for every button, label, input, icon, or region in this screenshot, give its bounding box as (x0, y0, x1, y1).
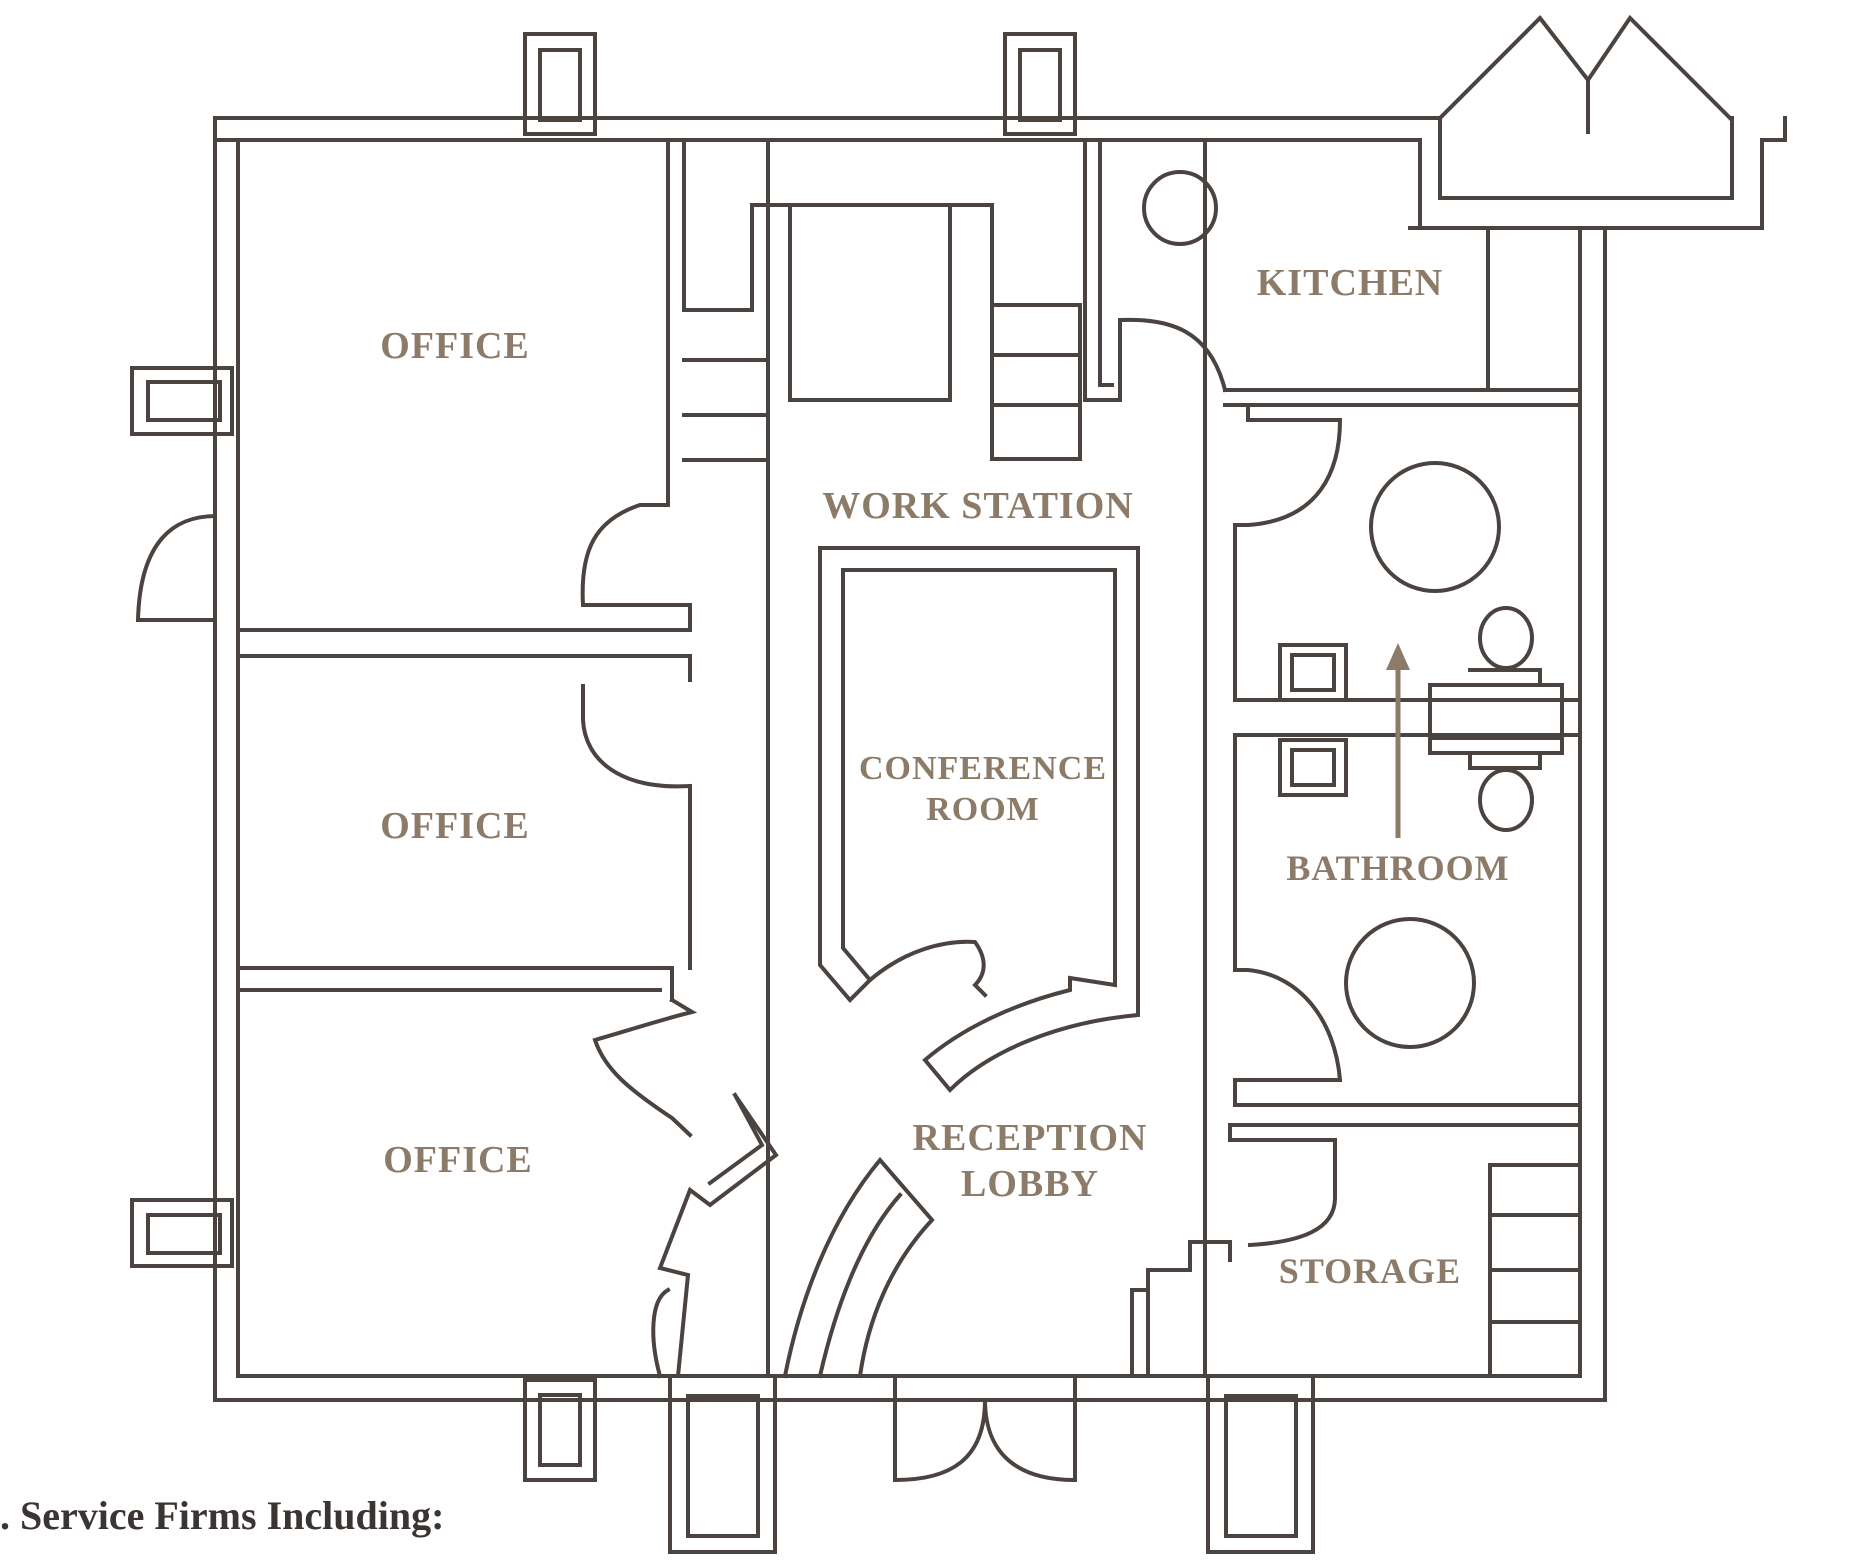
exterior-wall (213, 116, 1787, 1402)
work-station-fixtures (682, 138, 1228, 462)
bathroom-walls (1233, 403, 1582, 1107)
conference-room-label-line2: ROOM (926, 791, 1040, 828)
reception-lobby-label-line2: LOBBY (961, 1163, 1099, 1205)
office-label-middle: OFFICE (380, 805, 530, 847)
storage-walls (1228, 1123, 1582, 1378)
conference-room-walls (818, 546, 1140, 1093)
up-arrow-icon (1386, 643, 1410, 838)
office-partitions (236, 606, 692, 1002)
kitchen-label: KITCHEN (1257, 262, 1443, 304)
reception-lobby-label-line1: RECEPTION (913, 1117, 1148, 1159)
reception-entry (773, 1156, 1232, 1483)
kitchen-walls (1223, 226, 1582, 407)
caption-text: . Service Firms Including: (0, 1493, 445, 1538)
bay-window (1437, 14, 1733, 134)
office-label-top: OFFICE (380, 325, 530, 367)
bathroom-label: BATHROOM (1286, 848, 1509, 888)
storage-label: STORAGE (1279, 1251, 1461, 1291)
columns (130, 32, 1315, 1554)
work-station-label: WORK STATION (822, 485, 1133, 527)
office-label-bottom: OFFICE (383, 1139, 533, 1181)
side-door (135, 513, 218, 622)
office-doors (580, 138, 779, 1379)
conference-room-label-line1: CONFERENCE (859, 750, 1107, 787)
